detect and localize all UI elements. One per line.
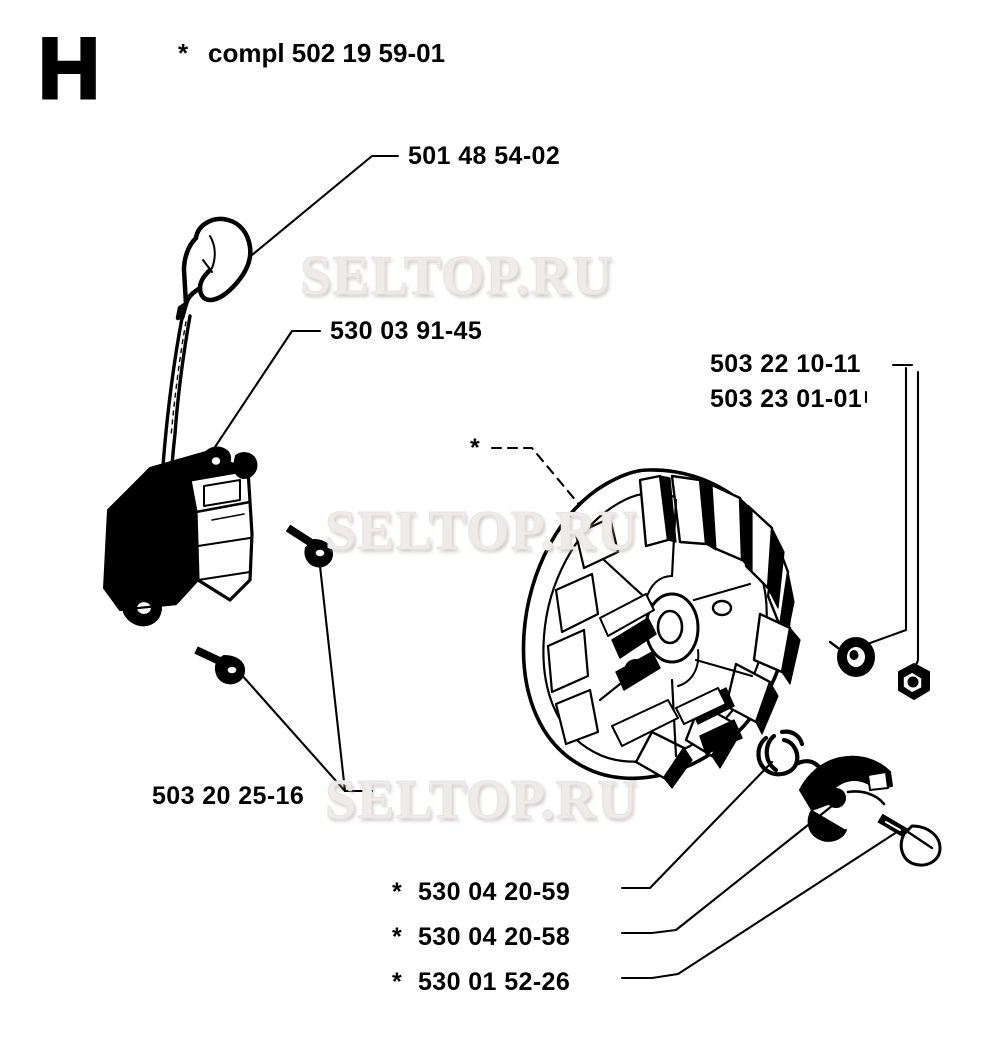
header-note-text: compl 502 19 59-01 — [208, 38, 446, 68]
flywheel-asterisk-marker: * — [470, 434, 480, 462]
callout-ignition-module[interactable]: 530 03 91-45 — [330, 317, 482, 345]
washer-part — [828, 637, 875, 677]
callout-starter-pawl[interactable]: * 530 04 20-58 — [392, 923, 570, 951]
flywheel-web-faces — [599, 593, 727, 747]
flywheel-part — [521, 468, 801, 789]
ht-lead — [161, 314, 192, 472]
callout-number: 530 04 20-58 — [418, 923, 571, 951]
header-note: * compl 502 19 59-01 — [178, 38, 445, 68]
starter-pawl-part — [799, 755, 893, 842]
pawl-screw-part — [877, 813, 942, 867]
module-screw-lower — [194, 646, 246, 685]
callout-starter-pawl-spring[interactable]: * 530 04 20-59 — [392, 878, 570, 906]
callout-washer[interactable]: 503 22 10-11 — [710, 350, 861, 378]
ht-lead-shading — [170, 321, 187, 437]
callout-module-screws[interactable]: 503 20 25-16 — [152, 782, 304, 810]
starter-pawl-spring-part — [756, 729, 821, 777]
ignition-module-part — [103, 446, 258, 627]
callout-number: 501 48 54-02 — [408, 142, 561, 170]
flywheel-keyway — [625, 599, 733, 677]
callout-number: 530 03 91-45 — [330, 317, 483, 345]
callout-number: 503 20 25-16 — [152, 782, 305, 810]
asterisk-marker: * — [178, 38, 189, 68]
flywheel-blade-shadows — [659, 475, 795, 651]
flywheel-fan-blades-lower — [634, 612, 792, 780]
nut-part — [898, 663, 930, 700]
asterisk-marker: * — [392, 968, 403, 996]
flywheel-magnet-slots — [546, 516, 620, 746]
spark-plug-cap-detail — [202, 235, 216, 273]
leader-lines — [203, 154, 920, 980]
callout-number: 503 22 10-11 — [710, 350, 861, 378]
module-screw-upper — [285, 524, 334, 568]
callout-number: 530 04 20-59 — [418, 878, 571, 906]
callout-number: 503 23 01-01 — [710, 385, 863, 413]
callout-number: 530 01 52-26 — [418, 968, 571, 996]
flywheel-hub — [644, 575, 700, 687]
callout-spark-plug-cap[interactable]: 501 48 54-02 — [408, 142, 560, 170]
callout-pawl-screw[interactable]: * 530 01 52-26 — [392, 968, 570, 996]
section-letter: H — [36, 21, 101, 117]
spark-plug-cap-part — [175, 216, 253, 321]
asterisk-marker: * — [392, 878, 403, 906]
callout-nut[interactable]: 503 23 01-01 — [710, 385, 862, 413]
asterisk-marker: * — [392, 923, 403, 951]
